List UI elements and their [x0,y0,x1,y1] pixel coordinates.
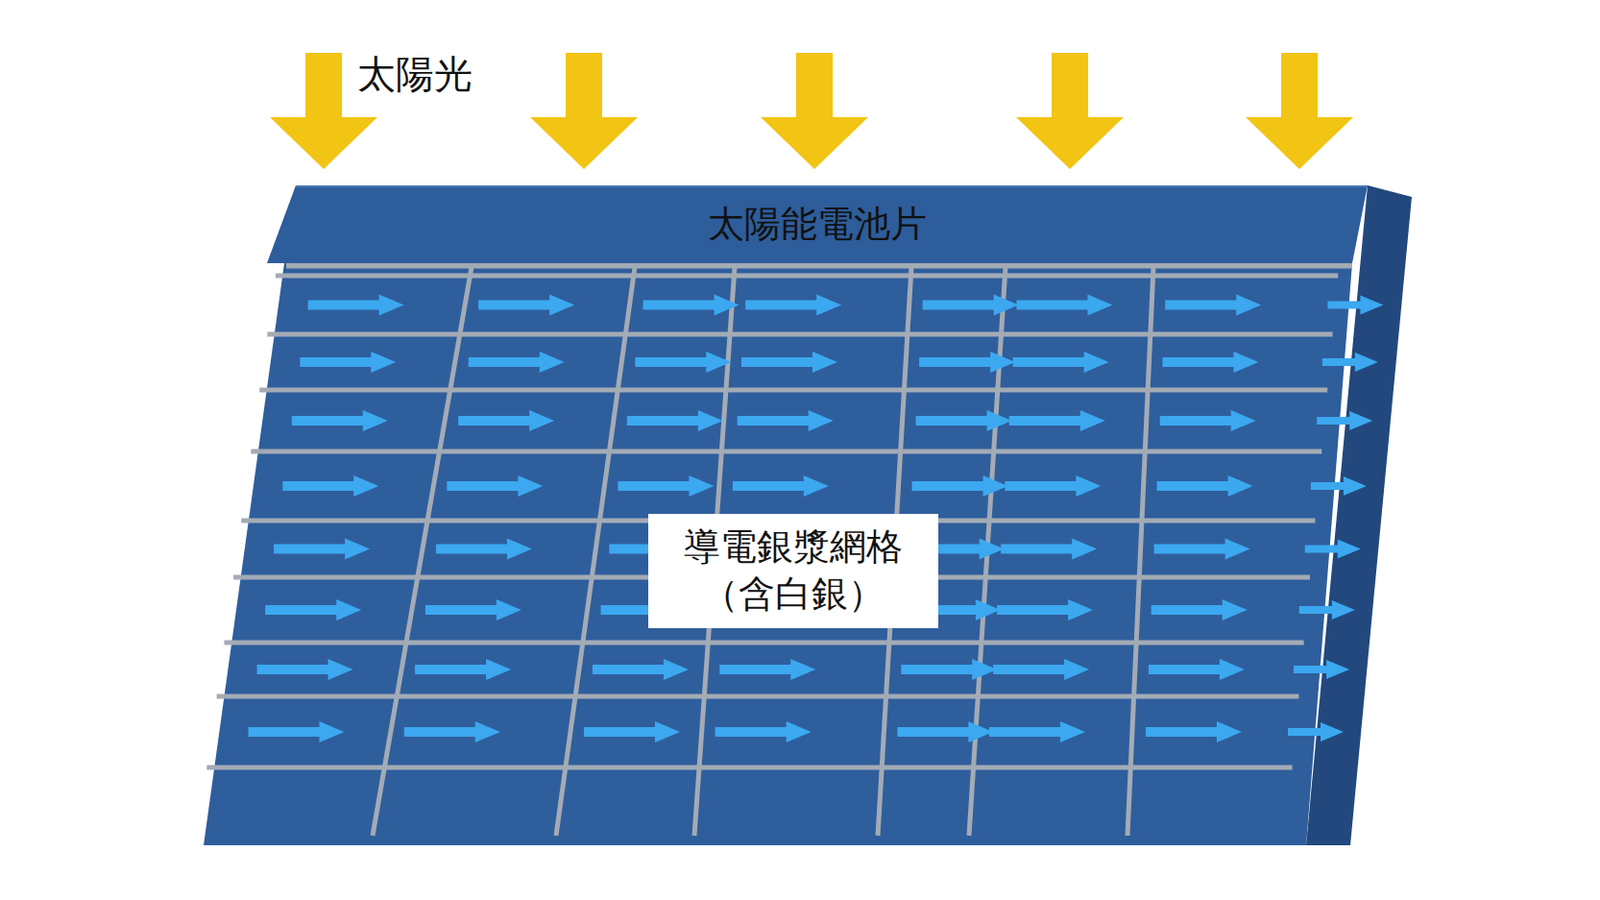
current-arrow [592,658,689,680]
current-arrow [745,294,842,316]
current-arrow [1157,475,1254,497]
sunlight-arrow [1016,52,1124,170]
current-arrow [1154,538,1251,560]
current-arrow [1148,658,1245,680]
band-edge [295,185,1368,188]
current-arrow [1305,539,1361,559]
current-arrow [719,658,816,680]
current-arrow [741,351,838,373]
current-arrow [1000,538,1097,560]
current-arrow [446,475,543,497]
current-arrow [583,721,680,743]
current-arrow [993,658,1090,680]
sunlight-arrow [1245,52,1354,170]
current-arrow [634,351,731,373]
current-arrow [247,721,344,743]
current-arrow [1160,410,1257,432]
current-arrow [1016,294,1113,316]
current-arrow [922,294,1019,316]
current-arrow [900,658,997,680]
current-arrow [468,351,565,373]
grid-label: 導電銀漿網格 （含白銀） [663,523,923,619]
current-arrow [996,599,1093,621]
current-arrow [257,658,354,680]
grid-line [266,332,1333,338]
current-arrow [414,658,511,680]
current-arrow [282,475,379,497]
current-arrow [916,410,1013,432]
grid-line [275,273,1338,279]
current-arrow [291,410,388,432]
grid-line [1127,266,1154,836]
current-arrow [1322,352,1379,372]
current-arrow [1316,411,1373,431]
grid-line [217,694,1300,700]
current-arrow [627,410,724,432]
current-arrow [919,351,1016,373]
current-arrow [1151,599,1248,621]
current-arrow [1009,410,1106,432]
grid-line [250,449,1322,455]
grid-line [259,387,1328,393]
panel-face [203,263,1353,846]
band-fill [266,185,1368,264]
current-arrows [247,294,1383,744]
current-arrow [1162,351,1259,373]
cell-band: 太陽能電池片 [266,185,1368,264]
current-arrow [1327,295,1383,316]
band-title: 太陽能電池片 [707,199,927,249]
current-arrow [308,294,405,316]
grid-line [223,640,1304,646]
silver-grid [206,265,1353,836]
current-arrow [1287,722,1344,742]
current-arrow [1293,659,1350,679]
current-arrow [989,721,1086,743]
current-arrow [1299,600,1356,620]
current-arrow [912,475,1009,497]
current-arrow [478,294,575,316]
current-arrow [299,351,396,373]
current-arrow [458,410,555,432]
current-arrow [404,721,501,743]
current-arrow [273,538,370,560]
current-arrow [425,599,522,621]
current-arrow [643,294,740,316]
current-arrow [715,721,812,743]
current-arrow [1164,294,1261,316]
sunlight-arrow [760,52,869,170]
current-arrow [436,538,533,560]
current-arrow [1013,351,1110,373]
sunlight-label: 太陽光 [357,48,473,101]
grid-label-box: 導電銀漿網格 （含白銀） [648,513,939,629]
sunlight-arrow [530,52,638,170]
current-arrow [1004,475,1101,497]
current-arrow [265,599,362,621]
current-arrow [1310,476,1367,496]
current-arrow [1145,721,1242,743]
current-arrow [732,475,829,497]
current-arrow [737,410,834,432]
current-arrow [896,721,994,743]
current-arrow [617,475,714,497]
